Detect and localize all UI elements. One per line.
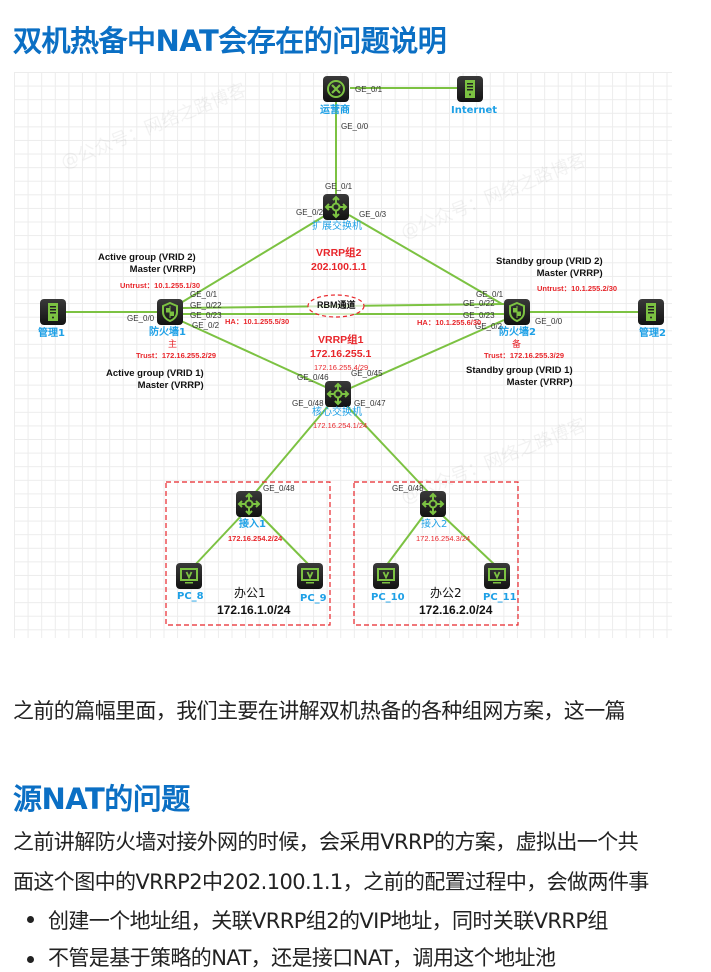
node-label-pc9: PC_9 — [300, 593, 327, 604]
node-label-mgmt2: 管理2 — [639, 328, 666, 339]
fw1-role-master: 主 — [168, 339, 178, 349]
switch-icon[interactable] — [236, 491, 262, 517]
office2-network: 172.16.2.0/24 — [419, 603, 493, 617]
node-label-pc11: PC_11 — [483, 592, 517, 603]
core-downlink-ip: 172.16.254.1/24 — [313, 421, 368, 430]
firewall-icon[interactable] — [504, 299, 530, 325]
bullet-icon — [27, 956, 34, 963]
port-label: GE_0/47 — [354, 399, 386, 408]
node-label-fw1: 防火墙1 — [149, 327, 186, 338]
server-icon[interactable] — [457, 76, 483, 102]
office2-name: 办公2 — [430, 586, 462, 600]
link-fw2-core — [345, 319, 505, 391]
link-ext-fw1 — [178, 214, 327, 305]
annotation-active-vrid2: Active group (VRID 2) Master (VRRP) — [98, 252, 196, 275]
office1-boundary — [165, 481, 331, 626]
node-label-access1: 接入1 — [239, 519, 266, 530]
section-heading: 源NAT的问题 — [13, 782, 190, 816]
core-uplink-ip: 172.16.255.4/29 — [314, 363, 369, 372]
bullet-icon — [27, 916, 34, 923]
server-icon[interactable] — [638, 299, 664, 325]
port-label: GE_0/0 — [127, 314, 155, 323]
node-label-core-switch: 核心交换机 — [312, 407, 362, 418]
link-ext-fw2 — [348, 214, 503, 305]
vrrp1-ip: 172.16.255.1 — [310, 348, 372, 360]
port-label: GE_0/23 — [190, 311, 222, 320]
port-label: GE_0/46 — [297, 373, 329, 382]
fw2-ha-ip: HA：10.1.255.6/30 — [417, 318, 482, 327]
access1-ip: 172.16.254.2/24 — [228, 534, 283, 543]
port-label: GE_0/0 — [341, 122, 369, 131]
router-icon[interactable] — [323, 76, 349, 102]
node-label-pc8: PC_8 — [177, 591, 204, 602]
node-label-internet: Internet — [451, 105, 498, 116]
bullet-item: 创建一个地址组，关联VRRP组2的VIP地址，同时关联VRRP组 — [48, 909, 608, 933]
switch-icon[interactable] — [325, 381, 351, 407]
links-layer — [62, 87, 638, 626]
link-core-acc2 — [345, 404, 431, 495]
office1-name: 办公1 — [234, 586, 266, 600]
section-paragraph-line2: 面这个图中的VRRP2中202.100.1.1，之前的配置过程中，会做两件事 — [13, 870, 649, 894]
office2-boundary — [353, 481, 519, 626]
link-core-acc1 — [253, 404, 330, 495]
firewall-icon[interactable] — [157, 299, 183, 325]
switch-icon[interactable] — [420, 491, 446, 517]
pc-icon[interactable] — [176, 563, 202, 589]
fw2-trust-ip: Trust：172.16.255.3/29 — [484, 351, 565, 360]
port-label: GE_0/2 — [475, 322, 503, 331]
access2-ip: 172.16.254.3/24 — [416, 534, 471, 543]
page-title: 双机热备中NAT会存在的问题说明 — [13, 24, 447, 58]
port-label: GE_0/3 — [359, 210, 387, 219]
fw1-untrust-ip: Untrust：10.1.255.1/30 — [120, 281, 201, 290]
node-label-isp: 运营商 — [320, 105, 350, 116]
intro-paragraph: 之前的篇幅里面，我们主要在讲解双机热备的各种组网方案，这一篇 — [13, 699, 626, 723]
server-icon[interactable] — [40, 299, 66, 325]
port-label: GE_0/22 — [463, 299, 495, 308]
node-label-access2: 接入2 — [421, 519, 448, 530]
node-label-pc10: PC_10 — [371, 592, 405, 603]
node-label-ext-switch: 扩展交换机 — [312, 221, 362, 232]
port-label: GE_0/1 — [325, 182, 353, 191]
pc-icon[interactable] — [297, 563, 323, 589]
port-label: GE_0/1 — [355, 85, 383, 94]
node-label-fw2: 防火墙2 — [499, 327, 536, 338]
annotation-standby-vrid1: Standby group (VRID 1) Master (VRRP) — [466, 365, 573, 388]
link-acc1-pc8 — [193, 514, 243, 567]
port-label: GE_0/1 — [190, 290, 218, 299]
port-label: GE_0/48 — [292, 399, 324, 408]
network-topology-diagram: @公众号：网络之路博客 @公众号：网络之路博客 @公众号：网络之路博客 — [14, 72, 672, 638]
link-acc1-pc9 — [259, 514, 311, 567]
fw1-trust-ip: Trust：172.16.255.2/29 — [136, 351, 217, 360]
section-paragraph-line1: 之前讲解防火墙对接外网的时候，会采用VRRP的方案，虚拟出一个共 — [13, 830, 639, 854]
link-acc2-pc11 — [441, 514, 497, 567]
vrrp1-name: VRRP组1 — [318, 334, 364, 346]
pc-icon[interactable] — [484, 563, 510, 589]
link-fw1-core — [178, 319, 333, 391]
fw1-ha-ip: HA：10.1.255.5/30 — [225, 317, 290, 326]
rbm-channel-marker — [307, 294, 365, 318]
port-label: GE_0/48 — [263, 484, 295, 493]
port-label: GE_0/2 — [296, 208, 324, 217]
port-label: GE_0/1 — [476, 290, 504, 299]
bullet-item: 不管是基于策略的NAT，还是接口NAT，调用这个地址池 — [48, 946, 556, 970]
vrrp2-ip: 202.100.1.1 — [311, 261, 367, 273]
node-label-mgmt1: 管理1 — [38, 328, 65, 339]
office1-network: 172.16.1.0/24 — [217, 603, 291, 617]
vrrp2-name: VRRP组2 — [316, 247, 362, 259]
port-label: GE_0/23 — [463, 311, 495, 320]
port-label: GE_0/0 — [535, 317, 563, 326]
annotation-standby-vrid2: Standby group (VRID 2) Master (VRRP) — [496, 256, 603, 279]
port-label: GE_0/22 — [190, 301, 222, 310]
annotation-active-vrid1: Active group (VRID 1) Master (VRRP) — [106, 368, 204, 391]
port-label: GE_0/2 — [192, 321, 220, 330]
fw2-role-backup: 备 — [512, 339, 522, 349]
switch-icon[interactable] — [323, 194, 349, 220]
port-label: GE_0/48 — [392, 484, 424, 493]
link-acc2-pc10 — [385, 514, 425, 567]
rbm-channel-label: RBM通道 — [317, 300, 356, 310]
fw2-untrust-ip: Untrust：10.1.255.2/30 — [537, 284, 618, 293]
port-label: GE_0/45 — [351, 369, 383, 378]
pc-icon[interactable] — [373, 563, 399, 589]
